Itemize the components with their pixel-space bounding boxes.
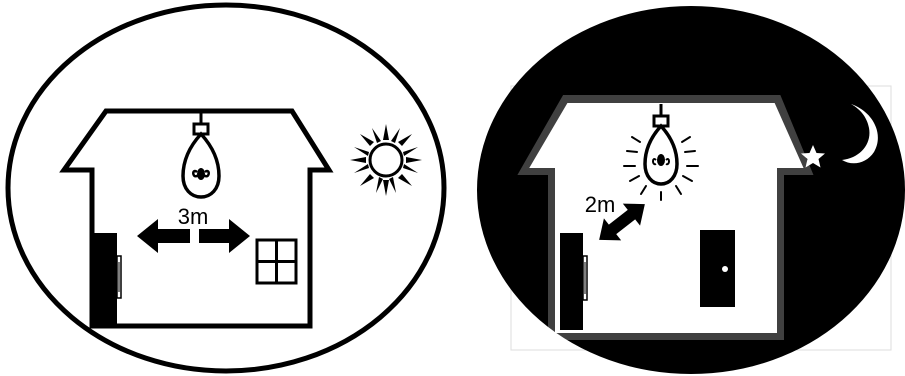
day-door [94,233,121,326]
night-panel: 2m [477,6,905,374]
sun-icon [350,124,422,196]
night-side-door [560,233,587,330]
day-panel: 3m [8,5,444,371]
night-distance-label: 2m [585,192,616,217]
day-distance-label: 3m [178,204,209,229]
day-window [257,240,296,283]
night-front-door [700,230,735,307]
